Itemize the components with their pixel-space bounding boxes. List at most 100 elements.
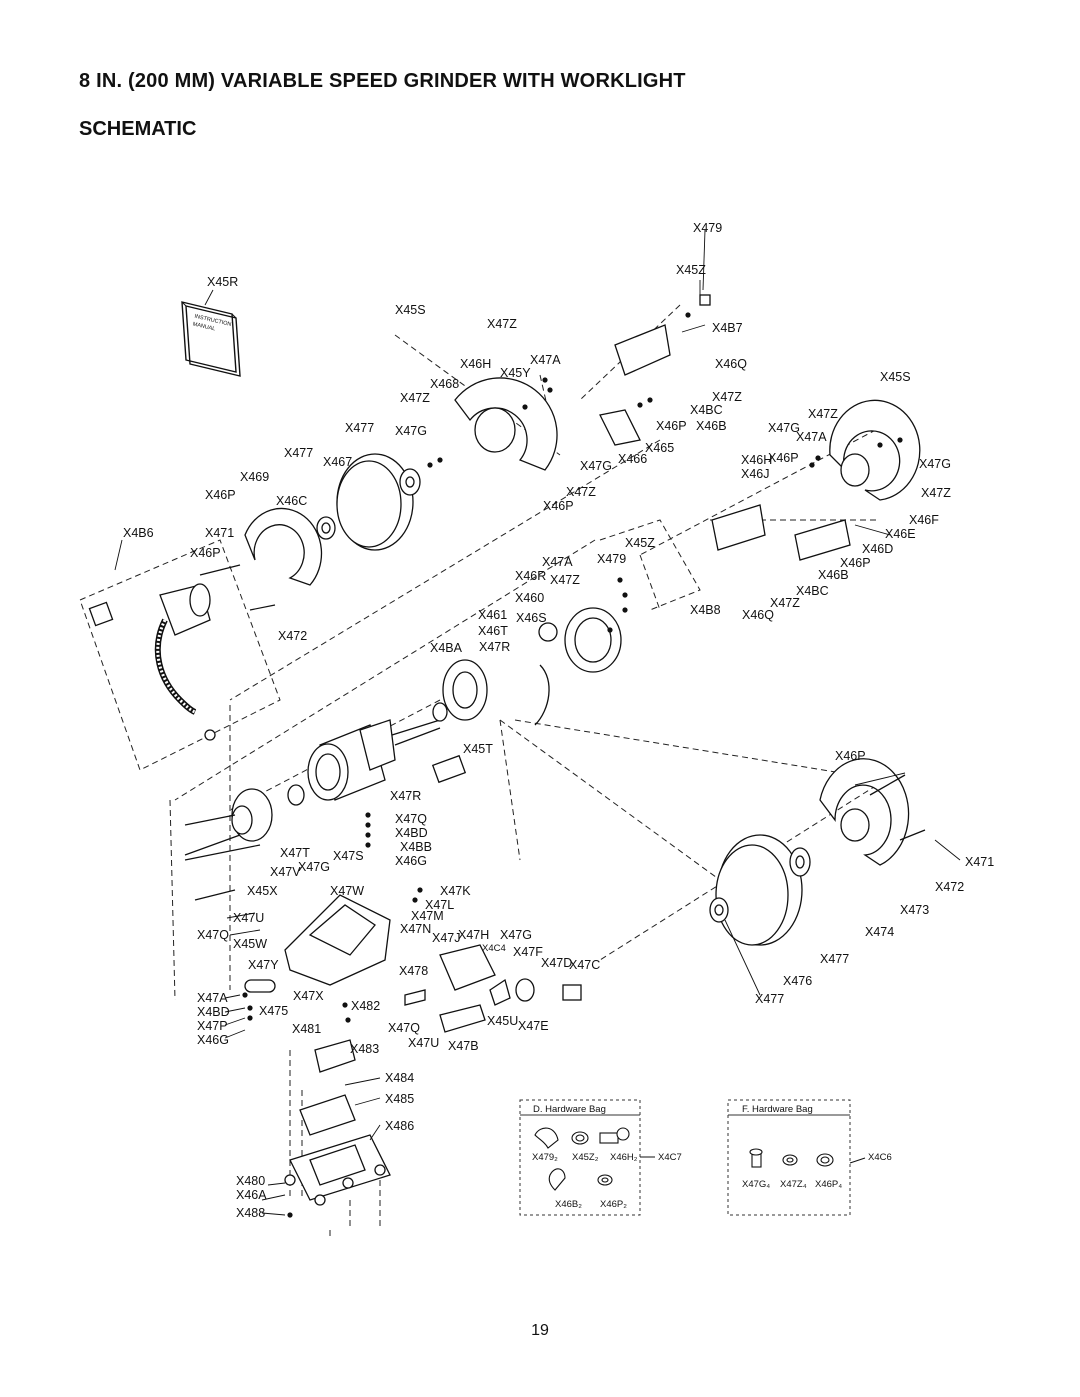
page-title: 8 IN. (200 MM) VARIABLE SPEED GRINDER WI… [79, 70, 686, 92]
part-label: X47E [518, 1019, 549, 1033]
bag-f-title: F. Hardware Bag [742, 1104, 813, 1115]
part-label: X46B [818, 568, 849, 582]
part-label: X45T [463, 742, 493, 756]
part-label: X47Z [712, 390, 742, 404]
part-label: X479 [693, 221, 722, 235]
part-label: X45U [487, 1014, 518, 1028]
part-label: X47U [408, 1036, 439, 1050]
part-label: X46G [197, 1033, 229, 1047]
left-wheel-assembly [244, 377, 558, 586]
part-label: X478 [399, 964, 428, 978]
part-label: X47Y [248, 958, 279, 972]
part-label: X4BC [690, 403, 723, 417]
part-label: X47Q [197, 928, 229, 942]
part-label: X47C [569, 958, 600, 972]
part-label: X4BB [400, 840, 432, 854]
part-labels: X479 X45Z X4B7 X45R X45S X47Z X47A X46H … [123, 221, 994, 1220]
part-label: X45Z [676, 263, 706, 277]
part-label: X481 [292, 1022, 321, 1036]
part-label: X468 [430, 377, 459, 391]
part-label: X486 [385, 1119, 414, 1133]
part-label: X47R [479, 640, 510, 654]
bag-d-callout: X4C7 [658, 1152, 682, 1163]
part-label: X47N [400, 922, 431, 936]
part-label: X483 [350, 1042, 379, 1056]
manual-line-2: MANUAL [192, 321, 216, 332]
part-label: X4B7 [712, 321, 743, 335]
part-label: X47M [411, 909, 444, 923]
section-subtitle: SCHEMATIC [79, 118, 197, 140]
part-label: X47H [458, 928, 489, 942]
part-label: X47G [500, 928, 532, 942]
part-label: X46P [205, 488, 236, 502]
part-label: X47V [270, 865, 301, 879]
bag-d-item: X479₂ [532, 1152, 558, 1163]
right-wheel-assembly [709, 758, 926, 946]
part-label: X46Q [742, 608, 774, 622]
part-label: X47S [333, 849, 364, 863]
part-label: X46D [862, 542, 893, 556]
part-label: X47G [395, 424, 427, 438]
part-label: X47G [298, 860, 330, 874]
part-label: X47Z [808, 407, 838, 421]
part-label: X46Q [715, 357, 747, 371]
part-label: X488 [236, 1206, 265, 1220]
part-label: X47G [768, 421, 800, 435]
motor-assembly [231, 607, 622, 842]
part-label: X47P [197, 1019, 228, 1033]
bag-d-item: X46B₂ [555, 1199, 582, 1210]
part-label: X46P [840, 556, 871, 570]
bag-d-item: X46P₂ [600, 1199, 627, 1210]
part-label: X47Q [395, 812, 427, 826]
part-label: X45Z [625, 536, 655, 550]
part-label: X473 [900, 903, 929, 917]
part-label: X45W [233, 937, 267, 951]
part-label: X475 [259, 1004, 288, 1018]
part-label: X46P [190, 546, 221, 560]
part-label: X46A [236, 1188, 267, 1202]
part-label: X47A [197, 991, 228, 1005]
part-label: X46S [516, 611, 547, 625]
part-label: X47Z [921, 486, 951, 500]
part-label: X45Y [500, 366, 531, 380]
part-label: X46T [478, 624, 508, 638]
bag-d-title: D. Hardware Bag [533, 1104, 606, 1115]
part-label: X484 [385, 1071, 414, 1085]
part-label: X45S [395, 303, 426, 317]
part-label: X46F [909, 513, 939, 527]
part-label: X47Z [770, 596, 800, 610]
part-label: X466 [618, 452, 647, 466]
part-label: X47T [280, 846, 310, 860]
part-label: X47R [390, 789, 421, 803]
part-label: X47F [513, 945, 543, 959]
part-label: X4B6 [123, 526, 154, 540]
bag-f-item: X47Z₄ [780, 1179, 807, 1190]
part-label: X471 [965, 855, 994, 869]
part-label: X472 [278, 629, 307, 643]
part-label: X45R [207, 275, 238, 289]
part-label: X46P [656, 419, 687, 433]
part-label: X47A [530, 353, 561, 367]
part-label: X46P [543, 499, 574, 513]
part-label: X482 [351, 999, 380, 1013]
part-label: X46H [741, 453, 772, 467]
part-label: X4BD [197, 1005, 230, 1019]
part-label: X47W [330, 884, 364, 898]
part-label: X472 [935, 880, 964, 894]
part-label: X47G [580, 459, 612, 473]
part-label: X46E [885, 527, 916, 541]
part-label: X4C4 [482, 943, 506, 954]
part-label: X467 [323, 455, 352, 469]
part-label: X47D [541, 956, 572, 970]
part-label: X480 [236, 1174, 265, 1188]
bag-d-item: X45Z₂ [572, 1152, 599, 1163]
part-label: X47Z [487, 317, 517, 331]
part-label: X460 [515, 591, 544, 605]
hardware-bag-d: D. Hardware Bag X479₂ X45Z₂ X46H₂ X46B₂ … [519, 1099, 682, 1216]
screw-rods [184, 312, 903, 1218]
part-label: X4BA [430, 641, 463, 655]
part-label: X471 [205, 526, 234, 540]
part-label: X47J [432, 931, 461, 945]
part-label: X46P [768, 451, 799, 465]
